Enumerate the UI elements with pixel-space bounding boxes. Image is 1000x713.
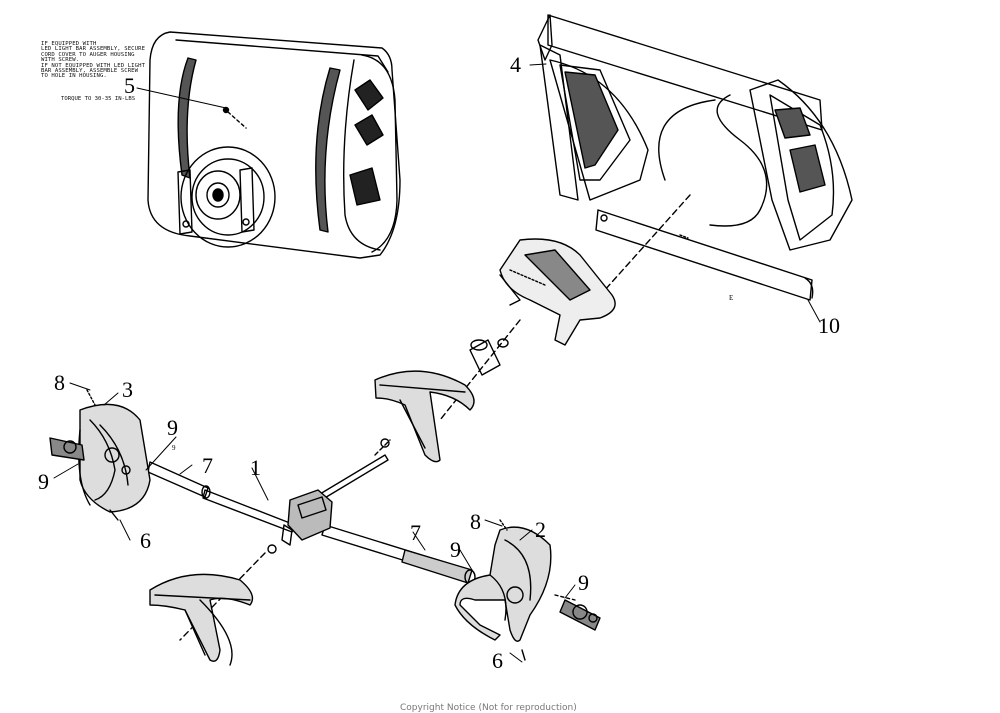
note-line: BAR ASSEMBLY, ASSEMBLE SCREW — [41, 68, 139, 75]
callout-6-right: 6 — [492, 648, 503, 673]
note-line: IF NOT EQUIPPED WITH LED LIGHT — [41, 62, 146, 69]
leader-lines — [53, 63, 821, 663]
callout-8-right: 8 — [470, 509, 481, 534]
callout-2: 2 — [535, 517, 546, 542]
callout-6-left: 6 — [140, 528, 151, 553]
note-line: WITH SCREW. — [41, 57, 80, 64]
callout-9-left-bottom: 9 — [38, 469, 49, 494]
note-line: IF EQUIPPED WITH — [41, 41, 97, 47]
callout-1: 1 — [250, 455, 261, 480]
auger-housing — [147, 31, 401, 259]
housing-frame — [537, 14, 853, 341]
callout-3: 3 — [122, 377, 133, 402]
assembly-note: IF EQUIPPED WITH LED LIGHT BAR ASSEMBLY,… — [41, 41, 191, 80]
auger-flight-right — [454, 519, 601, 661]
note-line: CORD COVER TO AUGER HOUSING — [41, 51, 135, 58]
auger-flight-upper — [374, 370, 475, 463]
callout-7-left: 7 — [202, 453, 213, 478]
impeller — [499, 238, 616, 346]
callout-5: 5 — [124, 73, 135, 98]
auger-shaft — [147, 454, 476, 641]
auger-flight-lower-left — [149, 573, 254, 666]
label-9-small: 9 — [172, 444, 176, 452]
label-e: E — [729, 294, 733, 302]
callout-10: 10 — [818, 313, 840, 338]
callout-9-left-top: 9 — [167, 415, 178, 440]
callout-9-right-mid: 9 — [450, 537, 461, 562]
callout-9-right: 9 — [578, 570, 589, 595]
callout-4: 4 — [510, 52, 521, 77]
note-line: LED LIGHT BAR ASSEMBLY, SECURE — [41, 46, 146, 53]
callout-8-left: 8 — [54, 370, 65, 395]
callout-7-right: 7 — [410, 520, 421, 545]
bushing — [439, 319, 521, 421]
footer-notice: Copyright Notice (Not for reproduction) — [400, 703, 577, 713]
auger-flight-left — [49, 389, 151, 521]
torque-note: TORQUE TO 30-35 IN-LBS — [61, 96, 136, 102]
note-line: TO HOLE IN HOUSING. — [41, 73, 107, 80]
